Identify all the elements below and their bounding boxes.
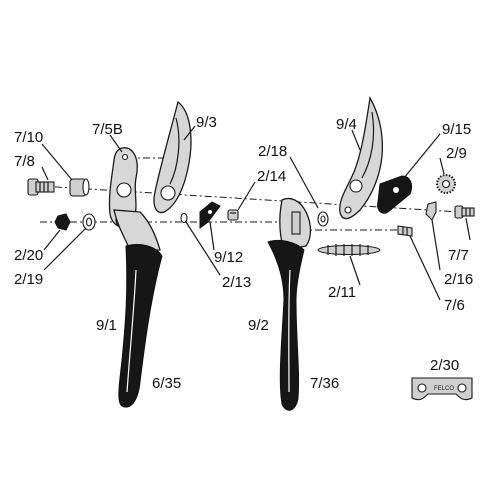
label-2-20: 2/20 [14, 247, 43, 264]
nut-2-20 [54, 213, 71, 231]
label-2-19: 2/19 [14, 271, 43, 288]
label-2-13: 2/13 [222, 274, 251, 291]
grip-7-36-highlight [288, 269, 291, 393]
catch-2-16 [425, 201, 437, 221]
label-2-14: 2/14 [257, 168, 286, 185]
label-2-9: 2/9 [446, 145, 467, 162]
plate-hole [393, 187, 399, 193]
plate-9-15 [377, 175, 413, 214]
label-2-16: 2/16 [444, 271, 473, 288]
head-spring-slot [291, 211, 301, 235]
sap-groove-9-12 [199, 201, 221, 229]
label-9-12: 9/12 [214, 249, 243, 266]
label-2-30: 2/30 [430, 357, 459, 374]
label-7-8: 7/8 [14, 153, 35, 170]
handle-grip-7-36[interactable] [267, 239, 305, 411]
bolt-7-8 [27, 178, 55, 196]
blade-hole [160, 185, 176, 201]
label-9-15: 9/15 [442, 121, 471, 138]
label-9-1: 9/1 [96, 317, 117, 334]
adjusting-wheel-2-9 [436, 174, 456, 194]
blade-9-4-small-hole [344, 206, 352, 214]
blade-9-4-hole [349, 179, 363, 193]
blade-9-4-edge [361, 111, 375, 179]
bushing-7-10 [69, 178, 90, 197]
anvil-pivot-hole [116, 182, 132, 198]
label-7-6: 7/6 [444, 297, 465, 314]
label-7-10: 7/10 [14, 129, 43, 146]
part-labels: 7/10 7/8 7/5B 9/3 9/4 9/15 2/18 2/9 2/14… [14, 114, 473, 392]
handle-grip-6-35[interactable] [118, 243, 163, 408]
bolt-7-7 [454, 205, 475, 219]
anvil-small-hole [121, 153, 129, 161]
label-7-5b: 7/5B [92, 121, 123, 138]
sap-groove-hole [208, 210, 212, 214]
label-9-2: 9/2 [248, 317, 269, 334]
key-tool-2-30: FELCO [411, 377, 473, 401]
label-6-35: 6/35 [152, 375, 181, 392]
label-9-3: 9/3 [196, 114, 217, 131]
spacer-hole [320, 215, 326, 223]
leader-lines [41, 125, 471, 301]
label-2-11: 2/11 [328, 284, 356, 301]
blade-edge [169, 117, 180, 185]
svg-text:FELCO: FELCO [434, 386, 454, 392]
screw-2-14 [227, 209, 239, 221]
label-7-7: 7/7 [448, 247, 469, 264]
upper-blade-9-3 [153, 100, 192, 214]
label-2-18: 2/18 [258, 143, 287, 160]
spring-2-11 [317, 244, 381, 256]
screw-7-6 [397, 225, 413, 237]
handle-metal-9-1 [113, 209, 161, 251]
grip-highlight [126, 269, 137, 393]
washer-hole [85, 217, 93, 227]
washer-2-13 [180, 212, 188, 224]
label-9-4: 9/4 [336, 116, 357, 133]
label-7-36: 7/36 [310, 375, 339, 392]
